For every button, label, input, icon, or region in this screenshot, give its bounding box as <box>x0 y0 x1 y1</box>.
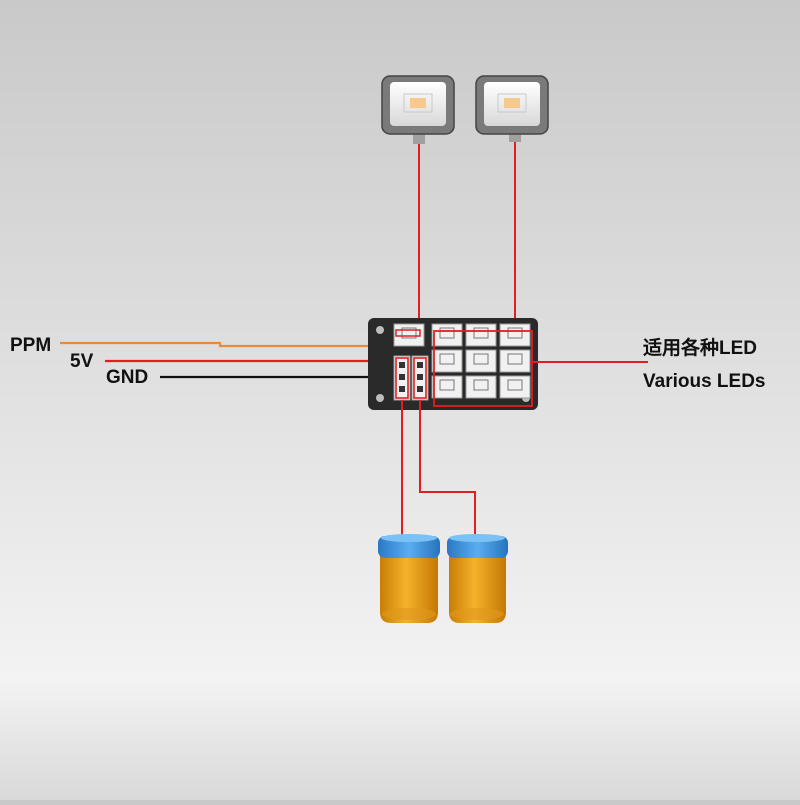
leds-label-cn: 适用各种LED <box>643 338 758 359</box>
connector-grid <box>431 323 531 399</box>
ppm-wire <box>60 341 370 348</box>
led-controller-board-icon <box>368 318 538 410</box>
ppm-label: PPM <box>10 335 52 356</box>
square-work-light-icon <box>381 75 455 144</box>
beacon-light-icon <box>447 534 508 623</box>
leds-label-en: Various LEDs <box>643 371 766 392</box>
gnd-label: GND <box>106 367 149 388</box>
square-work-light-icon <box>475 75 549 142</box>
beacon-light-icon <box>378 534 440 623</box>
beacon-wire-2 <box>419 400 476 536</box>
5v-label: 5V <box>70 351 94 372</box>
